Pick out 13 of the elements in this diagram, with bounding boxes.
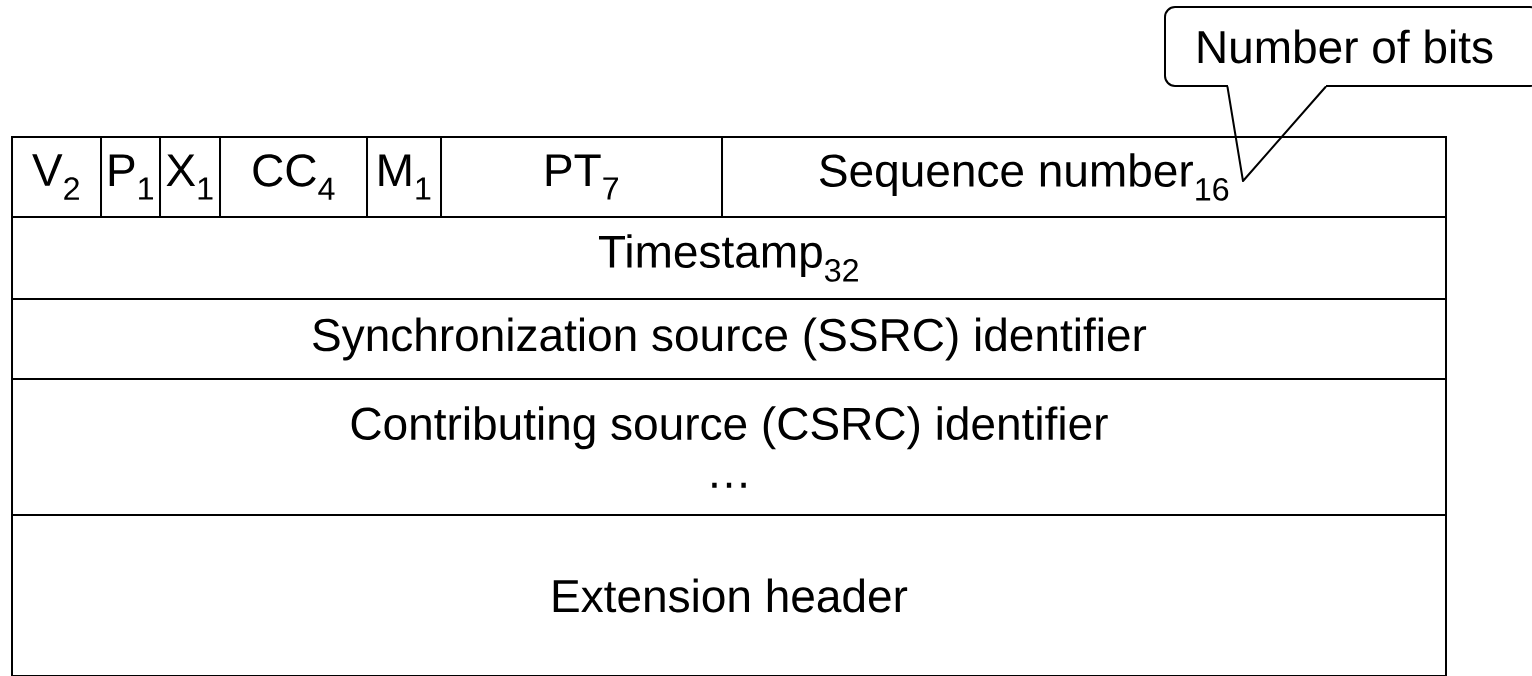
callout-tail xyxy=(1226,86,1327,182)
field-cell: P$_{1}$ xyxy=(100,136,161,218)
header-row: Extension header xyxy=(11,514,1447,676)
field-cell: PT$_{7}$ xyxy=(440,136,723,218)
header-row: Synchronization source (SSRC) identifier xyxy=(11,298,1447,380)
header-row: Contributing source (CSRC) identifier … xyxy=(11,378,1447,516)
field-cell: CC$_{4}$ xyxy=(219,136,368,218)
callout-bubble: Number of bits xyxy=(1164,6,1532,87)
field-cell: X$_{1}$ xyxy=(159,136,221,218)
header-row: Timestamp$_{32}$ xyxy=(11,216,1447,300)
field-cell: Sequence number$_{16}$ xyxy=(721,136,1447,218)
field-cell: V$_{2}$ xyxy=(11,136,102,218)
field-cell: M$_{1}$ xyxy=(366,136,442,218)
